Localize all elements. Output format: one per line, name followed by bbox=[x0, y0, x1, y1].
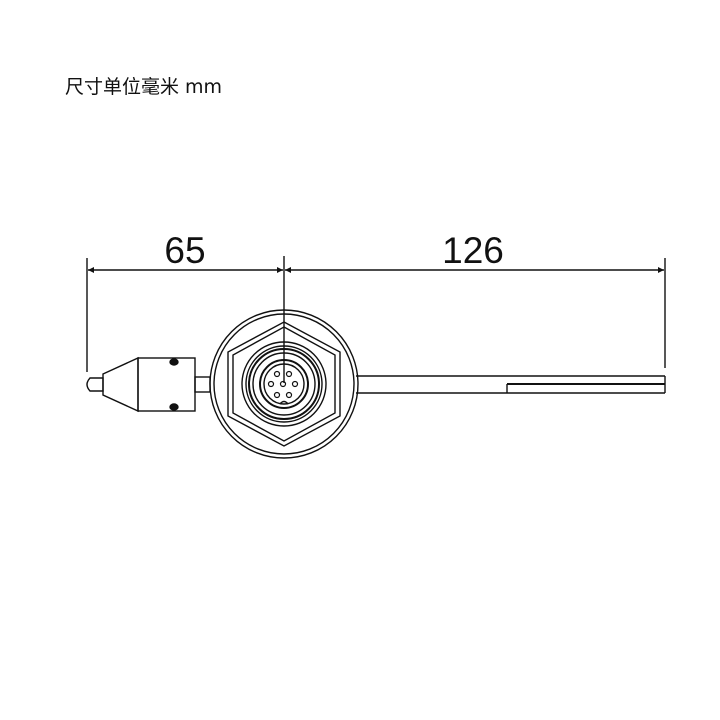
dimension-label-65: 65 bbox=[164, 230, 205, 271]
connector-pins bbox=[267, 370, 299, 399]
units-caption: 尺寸单位毫米 mm bbox=[65, 76, 223, 98]
probe-body bbox=[137, 357, 196, 412]
mounting-arm bbox=[356, 375, 666, 394]
probe-cone bbox=[102, 356, 139, 413]
dimension-label-126: 126 bbox=[442, 230, 504, 271]
probe bbox=[86, 356, 211, 413]
screw-icon bbox=[169, 358, 179, 366]
probe-tip bbox=[86, 377, 104, 392]
probe-stem bbox=[194, 376, 211, 393]
dimension-lines bbox=[86, 256, 666, 383]
connector-housing bbox=[209, 309, 359, 459]
screw-icon bbox=[169, 403, 179, 411]
